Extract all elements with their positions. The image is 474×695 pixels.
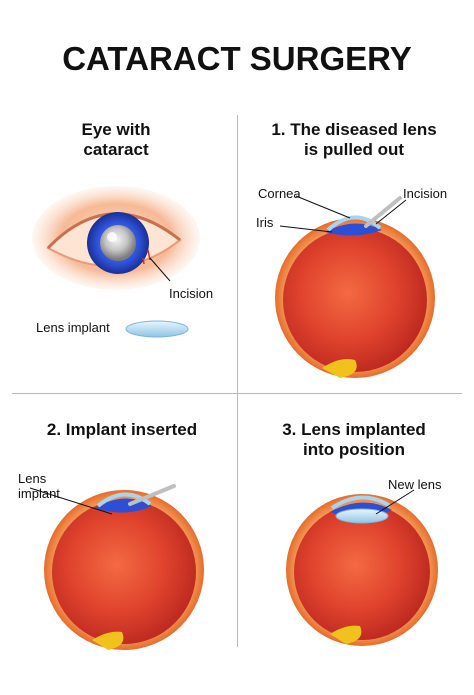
iris-pointer	[279, 225, 333, 233]
label-iris: Iris	[256, 215, 274, 230]
cornea-pointer	[295, 195, 351, 219]
cornea-arc	[330, 495, 392, 510]
panel-eye-title-line-2: cataract	[83, 140, 149, 159]
label-lens-implant: Lens implant	[36, 320, 110, 335]
panel-step1-title: 1. The diseased lens is pulled out	[248, 120, 460, 160]
label-incision-step1: Incision	[403, 186, 448, 201]
lens-implant-illustration	[125, 320, 189, 338]
panel-eye-title-line-1: Eye with	[81, 120, 151, 139]
panel-step3-title-line-2: into position	[303, 440, 405, 459]
label-lens-implant-step2-line-2: implant	[18, 486, 60, 501]
lens-implant-pointer	[29, 487, 113, 515]
incision-mark-2	[142, 257, 145, 265]
surgical-instrument	[364, 196, 402, 228]
optic-nerve	[92, 631, 124, 650]
cornea-arc	[96, 492, 152, 508]
eyeball	[283, 228, 427, 372]
eye-highlight	[107, 232, 117, 242]
horizontal-divider	[12, 393, 462, 394]
panel-step2-title: 2. Implant inserted	[22, 420, 222, 440]
vertical-divider	[237, 115, 238, 647]
label-incision-eye: Incision	[169, 286, 214, 301]
panel-step2-title-line-1: 2. Implant inserted	[46, 420, 198, 439]
eyeball	[52, 500, 196, 644]
panel-eye-title: Eye with cataract	[40, 120, 192, 160]
label-cornea: Cornea	[258, 186, 301, 201]
incision-pointer-step1	[375, 199, 407, 225]
panel-step1-title-line-1: 1. The diseased lens	[271, 120, 437, 139]
label-new-lens: New lens	[388, 477, 442, 492]
label-lens-implant-step2-line-1: Lens	[18, 471, 47, 486]
eyeball-step3-illustration	[286, 489, 438, 646]
optic-nerve	[322, 359, 357, 378]
new-lens-shape	[335, 508, 389, 524]
page-title: CATARACT SURGERY	[62, 40, 412, 77]
panel-step3-title-line-1: 3. Lens implanted	[282, 420, 426, 439]
label-lens-implant-step2: Lens implant	[18, 471, 60, 501]
eyeball-step1-illustration	[275, 195, 435, 378]
incision-pointer	[149, 257, 171, 282]
injector-instrument	[128, 484, 176, 506]
cloudy-lens	[100, 225, 136, 261]
eyeball-step2-illustration	[29, 484, 204, 650]
panel-step1-title-line-2: is pulled out	[303, 140, 405, 159]
new-lens-pointer	[375, 489, 415, 515]
eye-front-illustration	[32, 186, 200, 290]
optic-nerve	[330, 625, 362, 644]
panel-step3-title: 3. Lens implanted into position	[248, 420, 460, 460]
lens-implant-shape	[125, 320, 189, 338]
cornea-arc	[326, 215, 382, 232]
eyeball	[294, 504, 430, 640]
